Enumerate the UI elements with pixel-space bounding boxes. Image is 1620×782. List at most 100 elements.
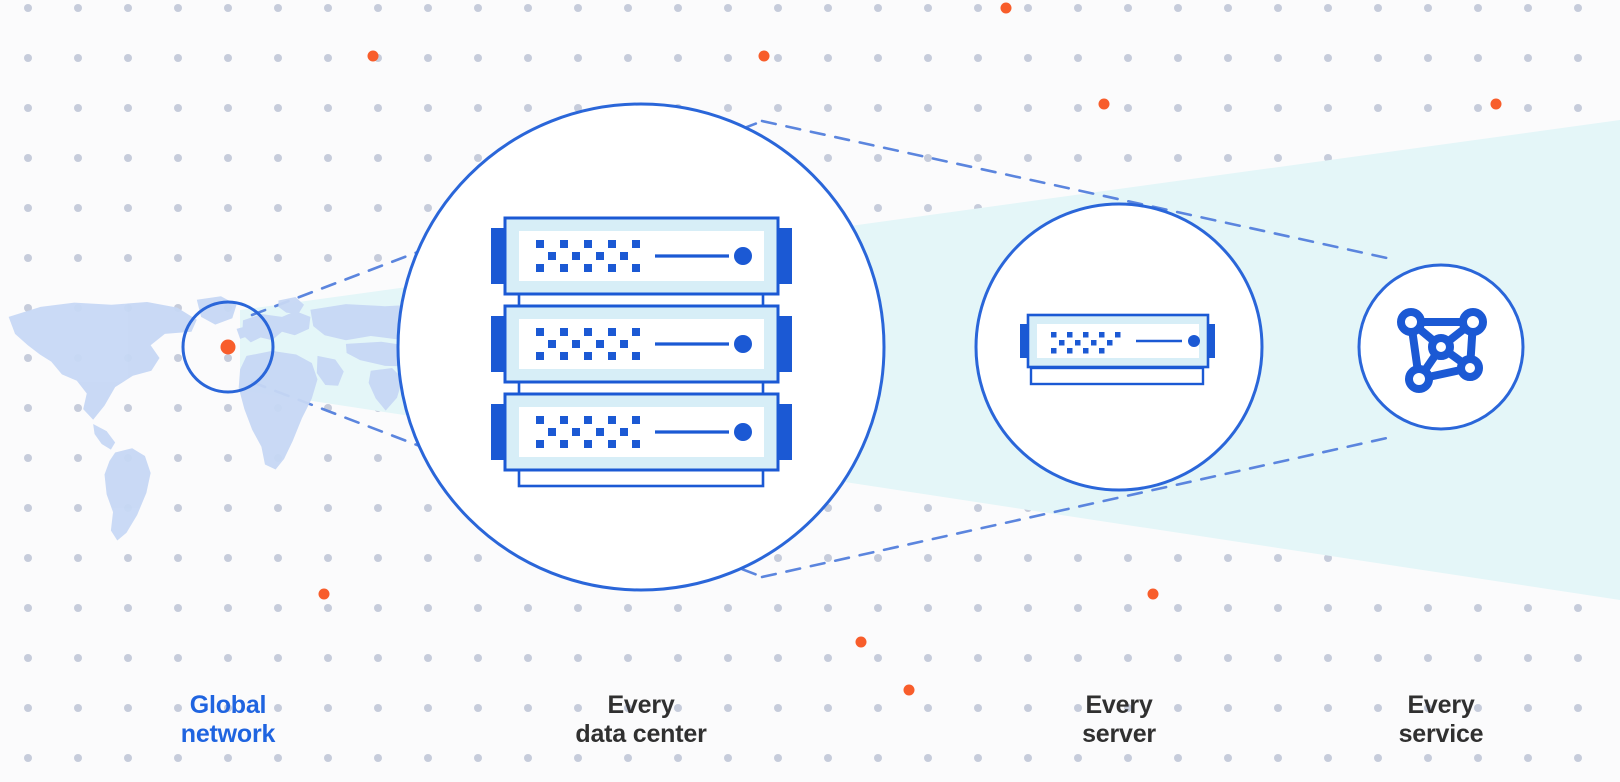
grid-dot (624, 654, 632, 662)
grid-dot (324, 104, 332, 112)
grid-dot (24, 504, 32, 512)
grid-dot (874, 204, 882, 212)
grid-dot (24, 254, 32, 262)
grid-dot (74, 204, 82, 212)
grid-dot (374, 204, 382, 212)
grid-dot (1124, 4, 1132, 12)
grid-dot (874, 104, 882, 112)
grid-dot (824, 654, 832, 662)
grid-dot (1024, 4, 1032, 12)
grid-dot (274, 154, 282, 162)
grid-dot (474, 754, 482, 762)
location-pin-dot (220, 339, 236, 355)
grid-dot (774, 4, 782, 12)
grid-dot (774, 104, 782, 112)
grid-dot (1074, 704, 1082, 712)
grid-dot (1074, 754, 1082, 762)
grid-dot (24, 604, 32, 612)
grid-dot (1524, 654, 1532, 662)
grid-dot (174, 404, 182, 412)
grid-dot (674, 704, 682, 712)
grid-dot (524, 104, 532, 112)
grid-dot (1224, 4, 1232, 12)
server-rack-icon (491, 216, 792, 488)
grid-dot (924, 204, 932, 212)
grid-dot (1224, 154, 1232, 162)
grid-dot (1374, 704, 1382, 712)
grid-dot (224, 554, 232, 562)
grid-dot (1274, 754, 1282, 762)
grid-dot (74, 504, 82, 512)
grid-dot (1024, 154, 1032, 162)
grid-dot (224, 204, 232, 212)
grid-dot-highlight (367, 50, 379, 62)
grid-dot (474, 604, 482, 612)
grid-dot (224, 404, 232, 412)
grid-dot (524, 754, 532, 762)
grid-dot (24, 654, 32, 662)
grid-dot (1524, 104, 1532, 112)
grid-dot (424, 54, 432, 62)
grid-dot (1374, 54, 1382, 62)
grid-dot (174, 4, 182, 12)
grid-dot (1074, 4, 1082, 12)
grid-dot (824, 4, 832, 12)
grid-dot (1274, 4, 1282, 12)
grid-dot-highlight (1490, 98, 1502, 110)
grid-dot (1324, 554, 1332, 562)
grid-dot (1374, 754, 1382, 762)
grid-dot (174, 104, 182, 112)
grid-dot (774, 604, 782, 612)
grid-dot (224, 604, 232, 612)
grid-dot (174, 254, 182, 262)
grid-dot (1274, 704, 1282, 712)
grid-dot-highlight (855, 636, 867, 648)
grid-dot (974, 54, 982, 62)
grid-dot (1524, 54, 1532, 62)
map-highlight-circle (181, 300, 275, 394)
grid-dot (474, 4, 482, 12)
grid-dot (1374, 4, 1382, 12)
grid-dot (1224, 554, 1232, 562)
grid-dot (424, 704, 432, 712)
grid-dot (874, 704, 882, 712)
grid-dot (1224, 704, 1232, 712)
grid-dot (24, 754, 32, 762)
grid-dot (1274, 104, 1282, 112)
grid-dot (824, 704, 832, 712)
grid-dot (874, 54, 882, 62)
grid-dot (274, 4, 282, 12)
grid-dot (1424, 54, 1432, 62)
grid-dot (1374, 604, 1382, 612)
grid-dot (1324, 4, 1332, 12)
grid-dot (1524, 704, 1532, 712)
grid-dot (1174, 104, 1182, 112)
grid-dot (124, 104, 132, 112)
grid-dot (424, 104, 432, 112)
mesh-node-top-right (1459, 308, 1487, 336)
grid-dot (1074, 604, 1082, 612)
grid-dot (1524, 4, 1532, 12)
grid-dot (1424, 754, 1432, 762)
grid-dot (24, 354, 32, 362)
grid-dot (124, 4, 132, 12)
grid-dot (374, 454, 382, 462)
grid-dot (974, 104, 982, 112)
grid-dot (824, 604, 832, 612)
grid-dot (424, 204, 432, 212)
grid-dot-highlight (1147, 588, 1159, 600)
grid-dot (724, 604, 732, 612)
grid-dot (174, 504, 182, 512)
grid-dot (74, 54, 82, 62)
grid-dot (124, 204, 132, 212)
rack-unit-2-leds (536, 328, 640, 360)
grid-dot (324, 754, 332, 762)
grid-dot (1424, 604, 1432, 612)
grid-dot (224, 254, 232, 262)
grid-dot (1324, 54, 1332, 62)
grid-dot (1024, 654, 1032, 662)
grid-dot (124, 404, 132, 412)
grid-dot (1574, 704, 1582, 712)
grid-dot (1224, 754, 1232, 762)
grid-dot (324, 4, 332, 12)
